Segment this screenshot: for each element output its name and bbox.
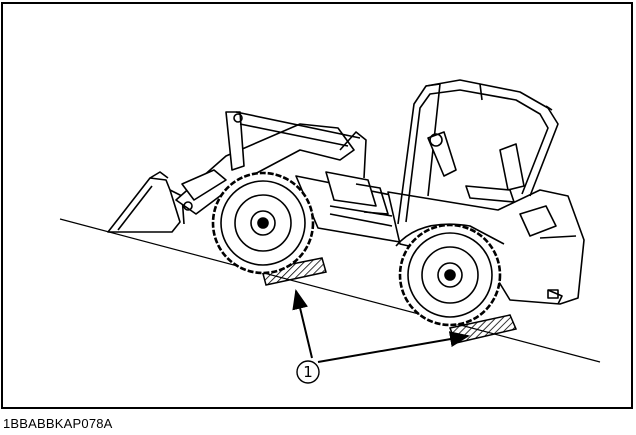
front-wheel-chock <box>261 257 327 286</box>
loader-lift-arm <box>175 111 361 215</box>
callout-number: 1 <box>303 363 313 381</box>
rear-wheel <box>398 223 502 327</box>
front-frame <box>295 131 401 243</box>
operator-seat <box>427 131 525 203</box>
figure-caption: 1BBABBKAP078A <box>3 416 113 431</box>
rops-canopy <box>397 79 559 225</box>
callout-arrow-rear-chock <box>317 331 470 363</box>
front-wheel <box>211 171 315 275</box>
rear-fender <box>395 223 505 247</box>
loader-bucket <box>107 171 185 233</box>
callout-arrow-front-chock <box>292 289 313 359</box>
callout-marker: 1 <box>296 360 320 384</box>
figure-frame <box>1 2 633 409</box>
slope-ground-line <box>59 218 601 363</box>
wheel-loader <box>107 79 585 327</box>
